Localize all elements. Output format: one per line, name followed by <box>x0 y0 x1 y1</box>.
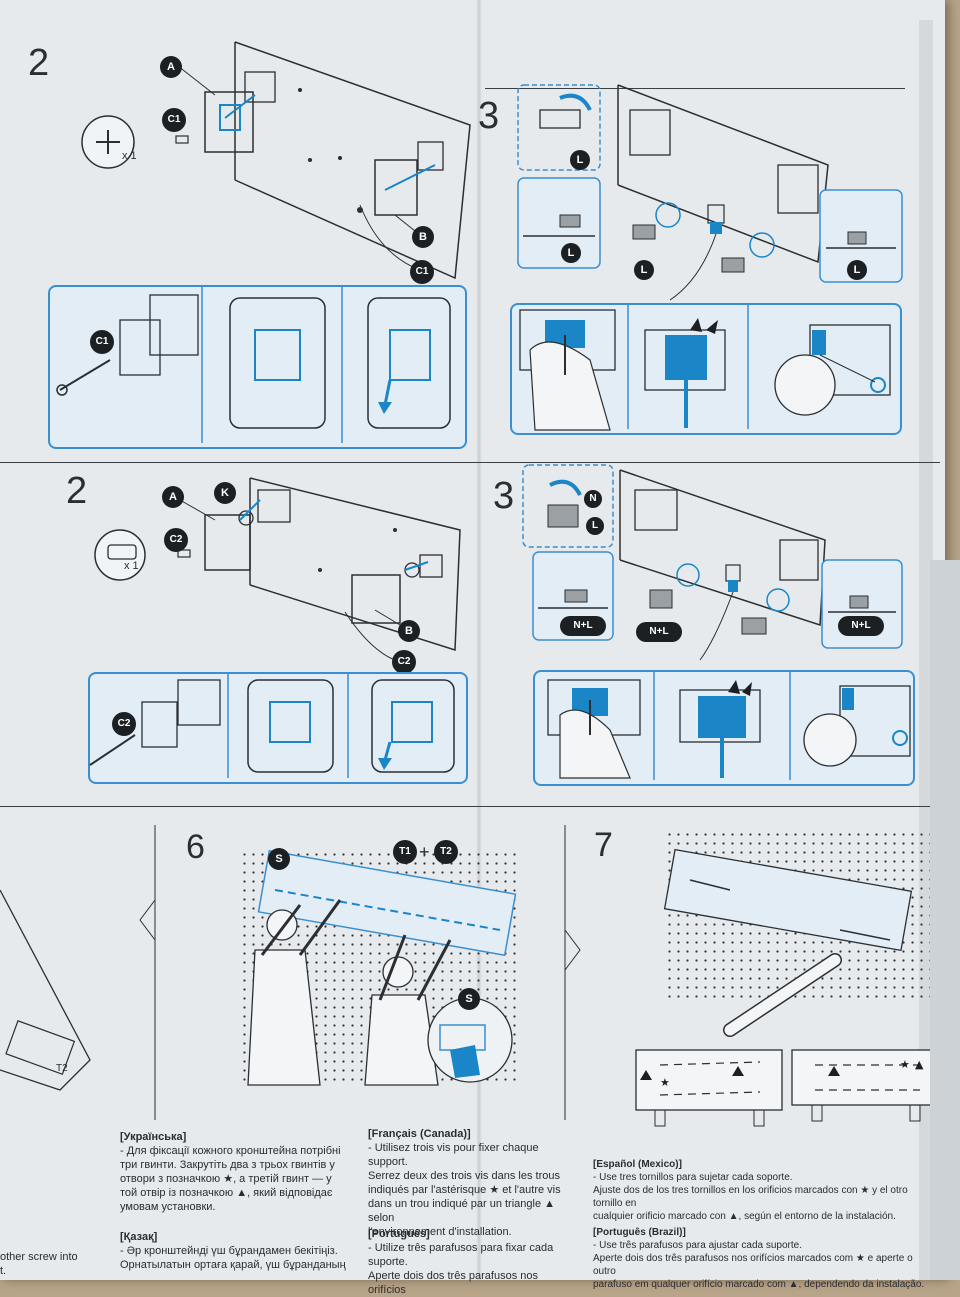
callout-c2: C2 <box>112 712 136 736</box>
step2-illustration-a <box>81 41 471 280</box>
text-block-ukrainian: [Українська] - Для фіксації кожного крон… <box>120 1130 360 1214</box>
step2b-detail-illustrations <box>89 674 455 778</box>
instruction-text: - Utilize três parafusos para fixar cada… <box>368 1242 554 1296</box>
text-block-portuguese-brazil: [Português (Brazil)] - Use três parafuso… <box>593 1226 938 1291</box>
callout-n: N <box>584 490 602 508</box>
divider-step3-top <box>485 88 905 89</box>
language-heading: [Українська] <box>120 1131 187 1143</box>
callout-c1: C1 <box>162 108 186 132</box>
callout-t2: T2 <box>434 840 458 864</box>
text-fragment-left: other screw into t. <box>0 1250 100 1278</box>
callout-l: L <box>634 260 654 280</box>
callout-c2: C2 <box>164 528 188 552</box>
step3b-detail-illustrations <box>547 672 911 780</box>
step-number: 2 <box>66 470 88 512</box>
step-number: 6 <box>186 828 205 866</box>
svg-text:★: ★ <box>900 1058 910 1071</box>
cardboard-box-edge <box>930 560 960 1280</box>
callout-c1: C1 <box>410 260 434 284</box>
callout-l: L <box>847 260 867 280</box>
callout-n-plus-l: N+L <box>636 622 682 642</box>
instruction-text: - Use três parafusos para ajustar cada s… <box>593 1240 925 1290</box>
center-fold <box>476 0 482 1280</box>
callout-t1: T1 <box>393 840 417 864</box>
quantity-label: x 1 <box>124 560 139 572</box>
callout-n-plus-l: N+L <box>560 616 606 636</box>
language-heading: [Қазақ] <box>120 1231 158 1243</box>
instruction-text: - Для фіксації кожного кронштейна потріб… <box>120 1145 341 1213</box>
fragment-line: t. <box>0 1265 7 1277</box>
callout-n-plus-l: N+L <box>838 616 884 636</box>
language-heading: [Español (Mexico)] <box>593 1159 682 1170</box>
language-heading: [Português (Brazil)] <box>593 1227 686 1238</box>
step3-detail-illustrations <box>519 305 891 431</box>
callout-l: L <box>570 150 590 170</box>
left-fragment-bracket <box>0 825 156 1120</box>
step-number: 2 <box>28 42 50 84</box>
svg-text:★: ★ <box>660 1076 670 1089</box>
callout-l: L <box>586 517 604 535</box>
instruction-text: - Use tres tornillos para sujetar cada s… <box>593 1172 908 1222</box>
plus-sign: + <box>419 842 430 862</box>
step-number: 3 <box>478 95 500 137</box>
callout-a: A <box>160 56 182 78</box>
callout-s: S <box>458 988 480 1010</box>
divider-middle <box>0 806 940 807</box>
text-block-portuguese: [Português] - Utilize três parafusos par… <box>368 1227 578 1297</box>
language-heading: [Français (Canada)] <box>368 1128 471 1140</box>
callout-a: A <box>162 486 184 508</box>
instruction-text: - Әр кронштейнді үш бұрандамен бекітіңіз… <box>120 1245 346 1271</box>
callout-c1: C1 <box>90 330 114 354</box>
callout-b: B <box>398 620 420 642</box>
instruction-text: - Utilisez trois vis pour fixer chaque s… <box>368 1142 561 1238</box>
callout-b: B <box>412 226 434 248</box>
step-number: 7 <box>594 826 613 864</box>
fragment-line: other screw into <box>0 1251 78 1263</box>
divider-top <box>0 462 940 463</box>
callout-c2: C2 <box>392 650 416 674</box>
callout-t2: T2 <box>56 1063 68 1074</box>
step2b-detail-panel <box>88 672 468 784</box>
svg-text:▲: ▲ <box>915 1058 924 1071</box>
quantity-label: x 1 <box>122 150 137 162</box>
step-number: 3 <box>493 475 515 517</box>
callout-s: S <box>268 848 290 870</box>
step3-illustration-a <box>517 84 903 301</box>
step2-illustration-b <box>94 477 461 661</box>
callout-k: K <box>214 482 236 504</box>
text-block-spanish-mexico: [Español (Mexico)] - Use tres tornillos … <box>593 1158 938 1223</box>
language-heading: [Português] <box>368 1228 430 1240</box>
callout-l: L <box>561 243 581 263</box>
text-block-kazakh: [Қазақ] - Әр кронштейнді үш бұрандамен б… <box>120 1230 360 1272</box>
step2-detail-panel <box>48 285 467 449</box>
text-block-french-canada: [Français (Canada)] - Utilisez trois vis… <box>368 1127 568 1239</box>
step2-detail-illustrations <box>56 287 451 443</box>
